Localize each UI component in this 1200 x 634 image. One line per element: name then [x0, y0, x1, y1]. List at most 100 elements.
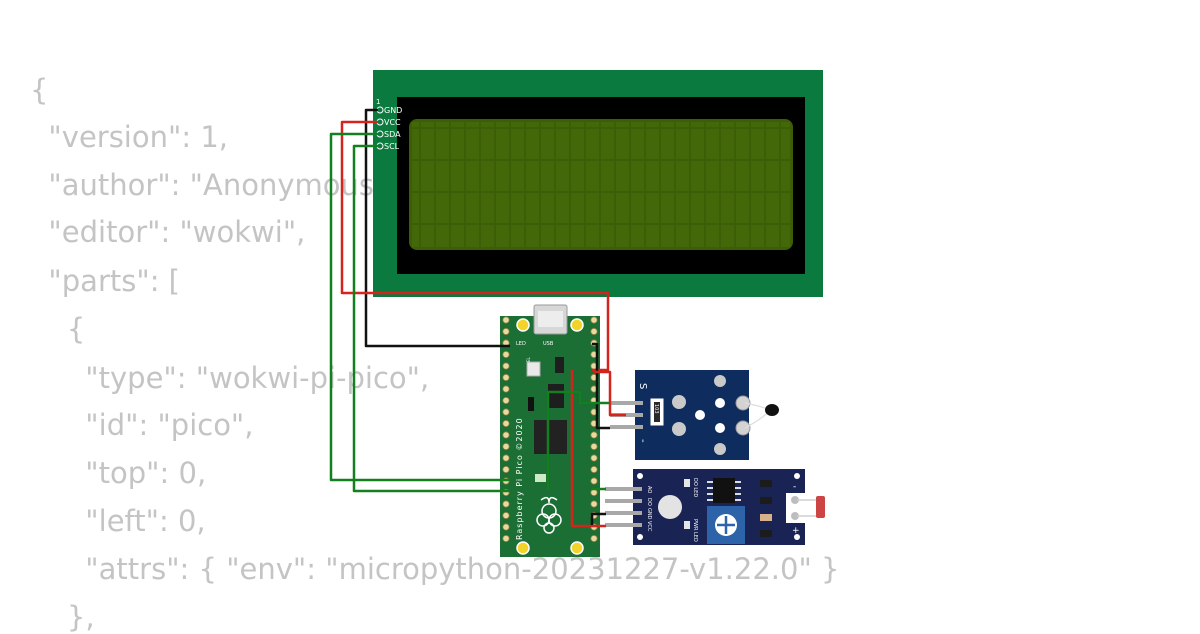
wire-lcd-sda[interactable]: [329, 132, 510, 482]
mounting-pad: [672, 422, 686, 436]
pico-pin[interactable]: [590, 488, 598, 497]
pico-pin[interactable]: [502, 454, 510, 462]
mounting-pad: [714, 375, 726, 387]
ky-pin-header[interactable]: [610, 401, 643, 429]
flash-chip: [548, 384, 564, 408]
lcd-pin-label: GND: [384, 106, 402, 115]
do-led: [684, 479, 690, 487]
usb-port: [538, 311, 563, 327]
code-line: {: [30, 73, 49, 107]
mounting-hole: [637, 473, 643, 479]
pico-pin[interactable]: [590, 477, 598, 485]
minus-label: -: [793, 482, 796, 492]
pico-pin[interactable]: [502, 396, 510, 405]
potentiometer-slot: [717, 516, 735, 534]
code-line: "top": 0,: [30, 456, 207, 490]
code-line: "version": 1,: [30, 120, 228, 154]
pico-pin[interactable]: [502, 534, 510, 543]
mounting-pad: [672, 395, 686, 409]
ldr-pin-label: GND: [646, 508, 652, 520]
signal-label: S: [637, 383, 648, 389]
pico-pin[interactable]: [590, 465, 598, 474]
wire-lcd-vcc[interactable]: [340, 120, 610, 372]
pico-pin[interactable]: [502, 408, 510, 416]
wire-ldr-vcc[interactable]: [570, 370, 606, 528]
pico-pin[interactable]: [502, 500, 510, 508]
pico-pin[interactable]: [502, 373, 510, 382]
pico-pin[interactable]: [590, 454, 598, 462]
resistor-value: 103: [653, 404, 659, 414]
raspberry-logo-icon: [536, 496, 562, 534]
pico-pin[interactable]: [502, 362, 510, 370]
pico-pin[interactable]: [590, 500, 598, 508]
mounting-hole: [516, 318, 530, 332]
pico-pin[interactable]: [502, 385, 510, 393]
pico-pin[interactable]: [502, 350, 510, 359]
resistor-body: [654, 402, 660, 422]
photoresistor-module[interactable]: AO DO GND VCC DO LED PWR LED - +: [633, 469, 825, 545]
do-led-label: DO LED: [692, 478, 698, 497]
ldr-pin-label: DO: [646, 498, 652, 506]
pico-left-pin-row[interactable]: [502, 316, 510, 543]
pico-pin[interactable]: [502, 316, 510, 324]
mounting-hole: [794, 473, 800, 479]
thermistor-pad: [735, 395, 751, 411]
wires[interactable]: [329, 108, 626, 528]
component: [535, 474, 546, 482]
pico-board-text: Raspberry Pi Pico ©2020: [515, 417, 524, 540]
led-label: LED: [516, 341, 526, 347]
usb-label: USB: [543, 341, 554, 347]
pico-pin[interactable]: [590, 534, 598, 543]
code-line: "type": "wokwi-pi-pico",: [30, 361, 430, 395]
lcd-display[interactable]: 1 GND VCC SDA SCL: [373, 70, 823, 297]
pico-pin[interactable]: [502, 442, 510, 451]
wire-ldr-gnd[interactable]: [590, 512, 606, 525]
pico-pin[interactable]: [502, 523, 510, 531]
comparator-ic: [713, 478, 735, 503]
smd-resistor: [760, 497, 772, 504]
pwr-led-label: PWR LED: [692, 519, 698, 542]
mounting-pad: [714, 443, 726, 455]
solder-pad: [695, 410, 705, 420]
pico-pin[interactable]: [502, 419, 510, 428]
code-line: "parts": [: [30, 264, 180, 298]
wire-ky-gnd[interactable]: [592, 342, 610, 430]
photoresistor-icon: [816, 496, 825, 518]
code-line: "id": "pico",: [30, 408, 254, 442]
code-line: "author": "Anonymous: [30, 168, 374, 202]
mounting-hole: [637, 534, 643, 540]
wire-lcd-gnd[interactable]: [364, 108, 510, 348]
lcd-pin-header-label: 1: [376, 98, 380, 106]
component: [528, 397, 534, 411]
ldr-pin-header[interactable]: [605, 487, 642, 527]
thermistor-pad: [735, 420, 751, 436]
chip: [555, 357, 564, 373]
ldr-leads: [797, 499, 816, 517]
code-line: "left": 0,: [30, 504, 206, 538]
lcd-pin-label: SCL: [384, 142, 400, 151]
pi-pico-board[interactable]: LED USB Raspberry Pi Pico ©2020 BOOTSEL: [500, 304, 600, 557]
code-line: "attrs": { "env": "micropython-20231227-…: [30, 552, 840, 586]
pico-pin[interactable]: [502, 431, 510, 439]
capacitor: [658, 495, 682, 519]
pico-pin[interactable]: [502, 511, 510, 520]
pico-pin[interactable]: [502, 327, 510, 336]
bootsel-button[interactable]: [526, 361, 541, 377]
code-line: },: [30, 600, 95, 634]
ldr-pad: [791, 512, 799, 520]
pico-pin[interactable]: [590, 316, 598, 324]
rp2040-chip: [534, 420, 567, 454]
lcd-character-grid: [412, 122, 790, 247]
pico-pin[interactable]: [590, 431, 598, 439]
temperature-sensor-module[interactable]: S - 103: [635, 370, 779, 460]
pico-pin[interactable]: [590, 442, 598, 451]
wire-ky-vcc[interactable]: [594, 370, 626, 417]
wire-lcd-scl[interactable]: [352, 144, 510, 493]
mounting-hole: [516, 541, 530, 555]
thermistor-icon: [765, 404, 779, 416]
pico-pin[interactable]: [502, 465, 510, 474]
wire-ky-signal[interactable]: [546, 390, 610, 490]
pico-pin[interactable]: [590, 327, 598, 336]
